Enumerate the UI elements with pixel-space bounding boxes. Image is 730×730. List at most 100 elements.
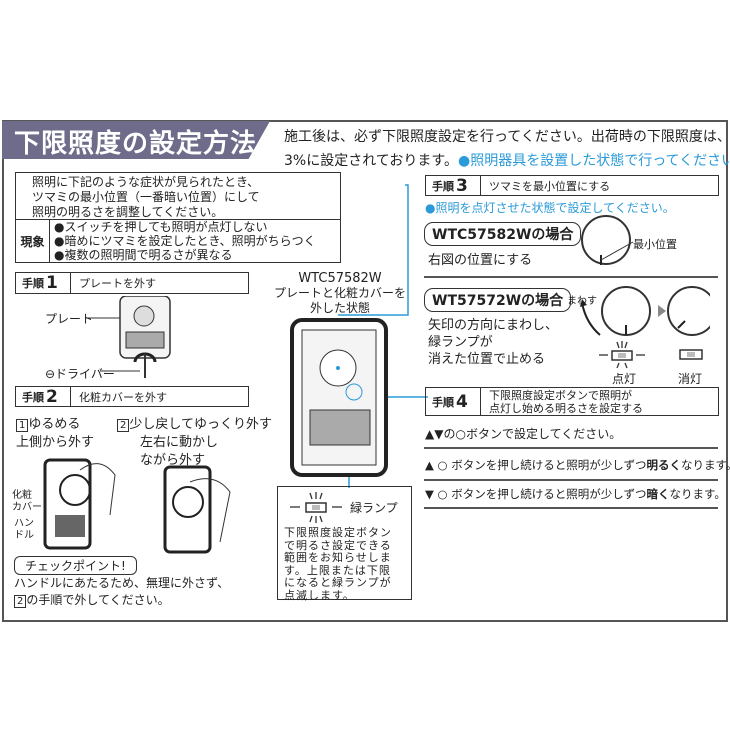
step-number: 4 [456, 391, 468, 412]
green-lamp-label: 緑ランプ [350, 501, 398, 515]
step-number: 2 [46, 386, 58, 407]
circle-button-icon: ○ [437, 458, 448, 472]
step4-title: 下限照度設定ボタンで照明が [489, 388, 632, 402]
desc-line: になると緑ランプが [284, 576, 392, 589]
divider [424, 276, 718, 278]
desc-line: 点滅します。 [284, 588, 355, 602]
step2-b-sub: ながら外す [140, 453, 206, 468]
device-illustration [290, 184, 428, 488]
lamp-off-label: 消灯 [678, 372, 703, 386]
handle-label: ハンドル [14, 518, 34, 542]
symptom-item: ●暗めにツマミを設定したとき、照明がちらつく [54, 234, 316, 248]
device-model: WTC57582W [298, 271, 382, 286]
symptom-intro: ツマミの最小位置（一番暗い位置）にして [32, 190, 260, 204]
step4-up: ▲ ○ ボタンを押し続けると照明が少しずつ明るくなります。 [425, 457, 730, 473]
cover-label-line: 化粧 [12, 490, 32, 501]
symptom-item: ●スイッチを押しても照明が点灯しない [54, 220, 268, 234]
desc-line: 下限照度設定ボタン [284, 526, 392, 539]
checkpoint-badge: チェックポイント! [14, 556, 137, 575]
case2-line: 矢印の方向にまわし、 [428, 318, 559, 333]
case1-text: 右図の位置にする [428, 253, 533, 268]
cover-slide-illustration [163, 465, 231, 554]
desc-line: 範囲をお知らせしま [284, 551, 392, 564]
up-emphasis: 明るく [646, 458, 682, 472]
step2-b-title: 少し戻してゆっくり外す [129, 417, 272, 432]
intro-text: 3%に設定されております。 [284, 153, 458, 169]
up-triangle-icon: ▲ [425, 458, 434, 472]
turn-label: まわす [567, 296, 597, 307]
step-label: 手順 [22, 390, 44, 404]
up-text: ボタンを押し続けると照明が少しずつ [451, 458, 647, 472]
symptom-item: ●複数の照明間で明るさが異なる [54, 248, 233, 262]
instruction-text: ボタンで設定してください。 [465, 427, 622, 441]
down-text-end: なります。 [669, 487, 726, 501]
circle-button-icon: ○ [455, 427, 466, 441]
step4-instruction: ▲▼の○ボタンで設定してください。 [425, 425, 621, 442]
intro-line-2: 3%に設定されております。●照明器具を設置した状態で行ってください。 [284, 150, 730, 170]
symptom-intro: 照明の明るさを調整してください。 [32, 205, 224, 219]
intro-line-1: 施工後は、必ず下限照度設定を行ってください。出荷時の下限照度は、 [284, 129, 730, 145]
step2-b-sub: 左右に動かし [140, 435, 219, 450]
desc-line: で明るさ設定できる [284, 538, 392, 552]
lamp-blink-icon [290, 492, 342, 523]
green-lamp-desc: 下限照度設定ボタンで明るさ設定できる範囲をお知らせします。上限または下限になると… [284, 526, 392, 602]
divider [424, 479, 718, 481]
cover-removal-illustration [43, 458, 116, 550]
symptom-box: 照明に下記のような症状が見られたとき、 ツマミの最小位置（一番暗い位置）にして … [15, 172, 341, 263]
up-text-end: なります。 [681, 458, 730, 472]
symptom-label: 現象 [16, 220, 50, 262]
lamp-off-icon [679, 349, 703, 360]
case2-line: 消えた位置で止める [428, 352, 546, 367]
step2-a-title: ゆるめる [28, 417, 81, 432]
lamp-on-icon [599, 341, 645, 369]
divider [424, 507, 718, 509]
green-lamp-box: 緑ランプ 下限照度設定ボタンで明るさ設定できる範囲をお知らせします。上限または下… [277, 486, 412, 602]
plate-label: プレート [45, 312, 94, 326]
case2-line: 緑ランプが [428, 335, 493, 350]
step-label: 手順 [432, 179, 454, 193]
arrows-text: ▲▼の [425, 427, 456, 441]
step2-a-sub: 上側から外す [16, 435, 95, 450]
step-number: 1 [46, 273, 58, 293]
step4-title: 点灯し始める明るさを設定する [489, 401, 643, 415]
caption-line: 外した状態 [309, 301, 370, 315]
handle-label-line: ハン [14, 518, 34, 529]
down-emphasis: 暗く [646, 487, 670, 501]
step4-down: ▼ ○ ボタンを押し続けると照明が少しずつ暗くなります。 [425, 486, 726, 502]
step-label: 手順 [432, 395, 454, 409]
down-triangle-icon: ▼ [425, 487, 434, 501]
plate-illustration [85, 296, 171, 378]
step3-title: ツマミを最小位置にする [489, 179, 611, 193]
circle-button-icon: ○ [437, 487, 448, 501]
handle-label-line: ドル [14, 530, 34, 541]
down-text: ボタンを押し続けると照明が少しずつ [451, 487, 647, 501]
step-number: 3 [456, 175, 468, 196]
case1-label: WTC57582Wの場合 [424, 222, 582, 246]
case2-text: 矢印の方向にまわし、緑ランプが消えた位置で止める [428, 317, 558, 368]
page-title: 下限照度の設定方法 [2, 121, 270, 159]
step2-note-text: の手順で外してください。 [26, 593, 170, 607]
intro-note: ●照明器具を設置した状態で行ってください。 [457, 153, 730, 169]
step2-note: ハンドルにあたるため、無理に外さず、 [14, 576, 230, 590]
num-box: 2 [117, 419, 130, 432]
instruction-frame [2, 120, 728, 622]
step2-title: 化粧カバーを外す [79, 390, 167, 404]
num-box: 2 [14, 595, 27, 608]
cover-label: 化粧カバー [12, 490, 42, 514]
caption-line: プレートと化粧カバーを [273, 286, 406, 300]
step3-note: ●照明を点灯させた状態で設定してください。 [425, 201, 675, 215]
symptom-intro: 照明に下記のような症状が見られたとき、 [32, 175, 260, 189]
desc-line: す。上限または下限 [284, 563, 391, 577]
knob-diagrams [580, 215, 710, 336]
min-position-label: 最小位置 [633, 238, 677, 251]
divider [424, 447, 718, 449]
num-box: 1 [16, 419, 29, 432]
cover-label-line: カバー [12, 502, 42, 513]
case2-label: WT57572Wの場合 [424, 288, 572, 312]
